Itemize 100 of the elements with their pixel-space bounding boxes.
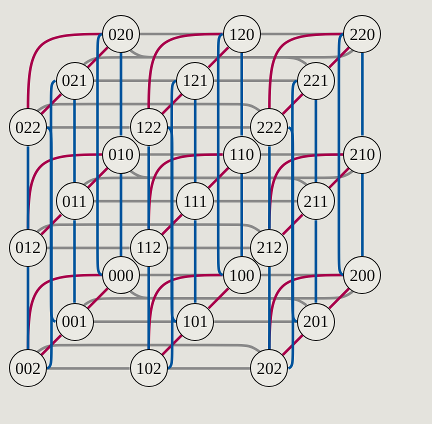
connector [268, 146, 271, 229]
connector [214, 320, 297, 323]
node-label: 110 [229, 146, 254, 163]
connector [361, 53, 364, 136]
node-label: 102 [136, 360, 162, 377]
node-label: 201 [303, 313, 329, 330]
state-circle [102, 136, 140, 174]
state-circle [222, 256, 261, 294]
connector [40, 93, 62, 115]
connector [47, 126, 130, 129]
node-label: 100 [228, 266, 254, 284]
state-circle [296, 182, 335, 220]
connector [194, 100, 196, 182]
connector [214, 200, 297, 202]
state-circle [250, 228, 288, 267]
node-label: 202 [256, 360, 282, 377]
node-label: 000 [108, 266, 134, 284]
state-circle [56, 62, 94, 100]
connector [86, 167, 109, 189]
connector [40, 214, 62, 236]
node-label: 111 [183, 192, 208, 210]
state-circle [343, 136, 382, 174]
state-circle [343, 256, 382, 294]
connector [94, 79, 176, 82]
state-circle [222, 136, 261, 174]
connector [240, 53, 243, 136]
connector [214, 79, 297, 82]
connector [240, 174, 243, 256]
node-label: 211 [303, 192, 328, 210]
connector [26, 266, 30, 350]
connector [328, 167, 350, 189]
connector [86, 46, 109, 68]
connector [26, 32, 102, 108]
connector [120, 53, 122, 136]
connector [291, 80, 298, 323]
state-circle [9, 108, 47, 146]
state-circle [176, 302, 214, 341]
connector [282, 214, 304, 236]
connector [50, 80, 56, 323]
node-label: 011 [62, 192, 87, 210]
connector [268, 266, 271, 350]
node-label: 200 [350, 266, 376, 284]
node-label: 001 [62, 313, 88, 330]
connector [194, 220, 196, 303]
state-circle [296, 302, 335, 341]
connector [36, 102, 261, 112]
node-label: 121 [182, 72, 208, 90]
connector [147, 266, 150, 350]
connector [282, 93, 304, 115]
connector [314, 100, 318, 182]
connector [130, 49, 354, 59]
connector [86, 288, 109, 310]
node-label: 222 [256, 118, 282, 136]
connector [47, 246, 130, 250]
node-label: 220 [350, 26, 376, 42]
node-label: 221 [303, 72, 329, 90]
node-label: 020 [108, 26, 134, 42]
node-label: 120 [228, 26, 254, 42]
state-circle [296, 62, 335, 100]
node-label: 112 [136, 239, 162, 256]
state-circle [56, 302, 94, 341]
state-circle [343, 15, 382, 53]
connector [147, 32, 223, 108]
connector [167, 126, 174, 370]
node-label: 010 [108, 146, 134, 163]
connector [161, 334, 183, 356]
connector [46, 126, 53, 370]
state-circle [250, 108, 288, 146]
connector [361, 174, 364, 256]
connector [36, 344, 261, 353]
state-circle [56, 182, 94, 220]
node-label: 122 [136, 118, 162, 136]
node-label: 012 [15, 239, 41, 256]
state-circle [176, 182, 214, 220]
connector [83, 297, 308, 306]
node-label: 212 [256, 239, 282, 256]
connector [130, 170, 354, 180]
connector [83, 56, 308, 66]
connector [73, 220, 76, 303]
state-circle [102, 15, 140, 53]
connector [170, 80, 177, 323]
state-circle [130, 108, 168, 146]
connector [208, 46, 230, 68]
connector [328, 46, 350, 68]
connector [168, 126, 250, 129]
connector [282, 334, 304, 356]
connector [26, 146, 30, 229]
connector [83, 176, 308, 186]
state-circle [102, 256, 140, 294]
connector [94, 200, 176, 202]
node-label: 210 [350, 146, 376, 163]
node-label: 101 [182, 313, 208, 330]
connector [94, 320, 176, 323]
state-circle [9, 349, 47, 388]
connector [268, 32, 344, 108]
connector [208, 288, 230, 310]
connector [338, 32, 344, 276]
connector [161, 93, 183, 115]
connector [40, 334, 62, 356]
state-circle [9, 228, 47, 267]
